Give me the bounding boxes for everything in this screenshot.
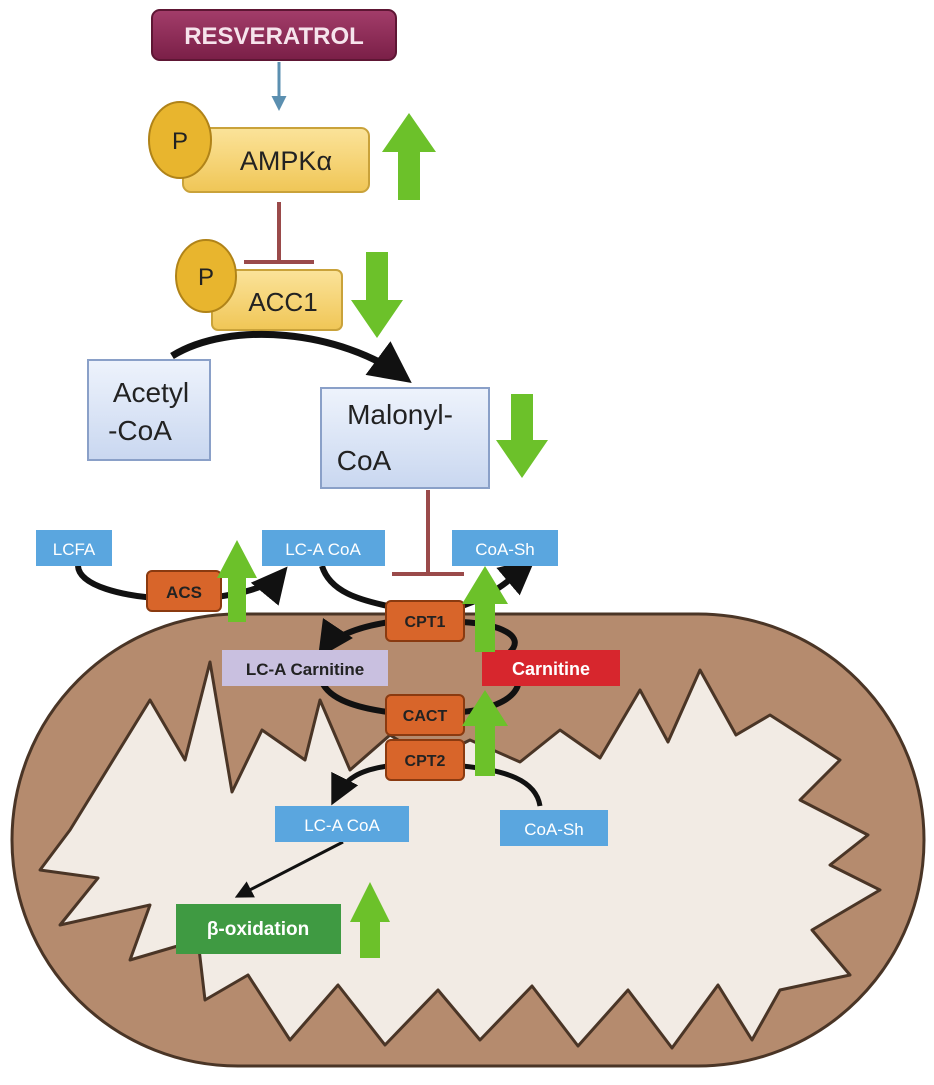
cpt2-label: CPT2 <box>405 753 446 770</box>
carnitine-node: Carnitine <box>482 650 620 686</box>
acc1-down-arrow <box>351 252 403 338</box>
cpt1-up-arrow <box>462 566 508 652</box>
cact-node: CACT <box>385 694 465 736</box>
ampk-label: AMPKα <box>240 146 332 176</box>
malonyl-coa-down-arrow <box>496 394 548 478</box>
phospho-label-ampk: P <box>172 128 188 155</box>
ampk-up-arrow <box>382 113 436 200</box>
cact-cpt2-up-arrow <box>462 690 508 776</box>
ampk-inhibits-acc1 <box>244 202 314 264</box>
lcacoa-outer-label: LC-A CoA <box>285 540 361 559</box>
acetyl-coa-node: Acetyl -CoA <box>87 359 211 461</box>
phospho-badge-ampk <box>148 101 212 179</box>
phospho-badge-acc1 <box>175 239 237 313</box>
beta-oxidation-node: β-oxidation <box>176 904 341 954</box>
lcacoa-inner-label: LC-A CoA <box>304 816 380 835</box>
acetyl-coa-label-line2: -CoA <box>108 415 172 446</box>
resveratrol-node: RESVERATROL <box>151 9 397 61</box>
acs-node: ACS <box>146 570 222 612</box>
lcacoa-outer-node: LC-A CoA <box>262 530 385 566</box>
lcacoa-to-betaox-arrow <box>234 840 344 898</box>
phospho-label-acc1: P <box>198 264 214 291</box>
acs-up-arrow <box>217 540 257 622</box>
acetyl-coa-label-line1: Acetyl <box>113 377 189 408</box>
cpt2-to-lcacoa-curve <box>331 763 389 806</box>
lcacoa-inner-node: LC-A CoA <box>275 806 409 842</box>
malonyl-coa-node: Malonyl- CoA <box>320 387 490 489</box>
malonyl-coa-label-line2: CoA <box>337 445 392 476</box>
malonyl-coa-label-line1: Malonyl- <box>347 399 453 430</box>
carnitine-label: Carnitine <box>512 659 590 679</box>
coash-inner-label: CoA-Sh <box>524 820 584 839</box>
acc1-label: ACC1 <box>248 287 317 317</box>
acetyl-to-malonyl-arrow <box>170 330 412 383</box>
coash-outer-node: CoA-Sh <box>452 530 558 566</box>
acs-label: ACS <box>166 583 202 602</box>
coash-outer-label: CoA-Sh <box>475 540 535 559</box>
lcacarnitine-to-cact-curve <box>319 680 389 715</box>
cpt1-to-lcacarnitine-curve <box>318 618 391 658</box>
beta-oxidation-label: β-oxidation <box>207 919 309 940</box>
lcacarnitine-node: LC-A Carnitine <box>222 650 388 686</box>
lcfa-node: LCFA <box>36 530 112 566</box>
cpt1-node: CPT1 <box>385 600 465 642</box>
lcacarnitine-label: LC-A Carnitine <box>246 660 364 679</box>
acc1-node: P ACC1 <box>175 239 343 331</box>
ampk-node: P AMPKα <box>148 101 370 193</box>
lcfa-label: LCFA <box>53 540 96 559</box>
carnitine-to-cpt1-loop <box>461 619 518 655</box>
cpt2-node: CPT2 <box>385 739 465 781</box>
cact-label: CACT <box>403 708 448 725</box>
lcacoa-to-cpt1-curve <box>319 564 389 609</box>
malonyl-inhibits-cpt1 <box>392 490 464 576</box>
coash-inner-node: CoA-Sh <box>500 810 608 846</box>
beta-oxidation-up-arrow <box>350 882 390 958</box>
mitochondrion <box>10 612 926 1068</box>
resveratrol-label: RESVERATROL <box>184 23 364 50</box>
cpt1-label: CPT1 <box>405 614 446 631</box>
